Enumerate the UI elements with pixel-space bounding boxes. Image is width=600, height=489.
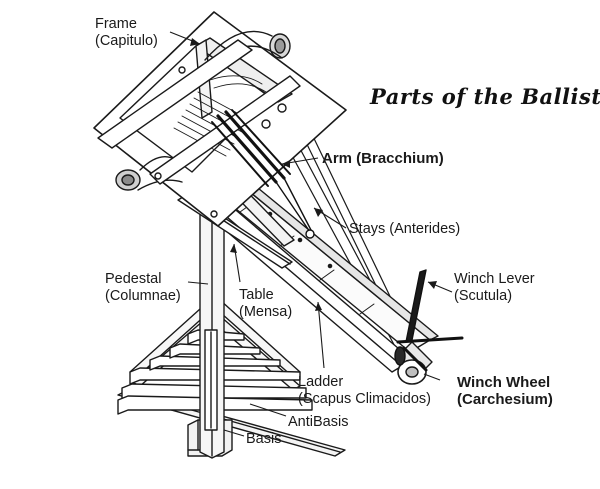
label-table-latin: (Mensa) [239,304,293,320]
label-ladder: Ladder (Scapus Climacidos) [298,374,431,408]
diagram-title: Parts of the Ballista [370,84,600,109]
label-pedestal: Pedestal (Columnae) [105,271,181,305]
label-pedestal-name: Pedestal [105,271,162,287]
label-frame-name: Frame [95,16,137,32]
label-winch-lever: Winch Lever (Scutula) [454,271,535,305]
leader-lines [169,31,453,437]
label-table: Table (Mensa) [239,287,292,321]
frame-capitulo [93,11,347,227]
label-frame: Frame (Capitulo) [95,16,158,50]
pedestal-column [199,191,225,459]
torsion-bundle-top [204,30,291,69]
stays-arrowhead [314,208,323,217]
label-winch-lever-latin: (Scutula) [454,288,513,304]
ladder-leader [317,301,325,369]
label-winch-wheel-latin: (Carchesium) [457,391,553,408]
label-winch-lever-name: Winch Lever [454,271,535,287]
arm-arrowhead [282,160,290,168]
basis-leader [223,429,245,437]
label-winch-wheel-name: Winch Wheel [457,374,551,391]
label-basis: Basis [246,431,282,447]
label-winch-wheel: Winch Wheel (Carchesium) [457,374,553,408]
ladder-arrowhead [315,302,322,311]
torsion-bundle-bottom [115,156,183,191]
pedestal-leader [187,281,209,285]
label-ladder-name: Ladder [298,374,344,390]
label-antibasis: AntiBasis [288,414,349,430]
label-arm: Arm (Bracchium) [322,150,444,167]
frame-arrowhead [190,38,200,46]
arm-bracchium [211,109,315,239]
label-table-name: Table [239,287,274,303]
winch-lever-arrowhead [428,281,437,289]
label-ladder-latin: (Scapus Climacidos) [298,391,431,407]
table-arrowhead [230,244,237,253]
label-pedestal-latin: (Columnae) [105,288,181,304]
label-frame-latin: (Capitulo) [95,33,158,49]
label-stays: Stays (Anterides) [349,221,461,237]
antibasis-leader [249,403,287,417]
winch-wheel-leader [423,373,441,381]
winch-lever [396,269,464,372]
